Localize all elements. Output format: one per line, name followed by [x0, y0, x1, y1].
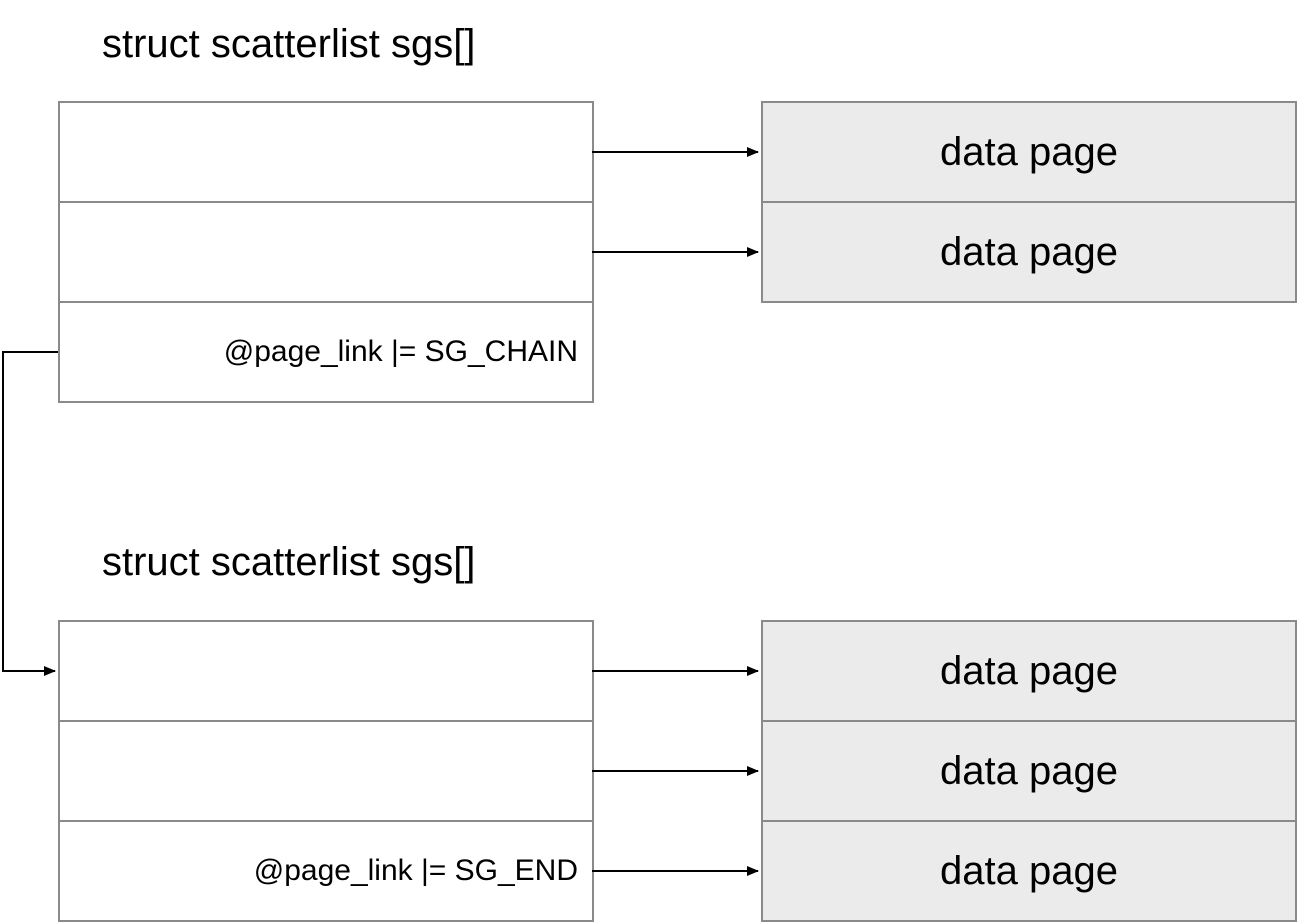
bottom-sg-entry-1: [60, 622, 592, 722]
top-array-title: struct scatterlist sgs[]: [102, 22, 476, 66]
top-sg-entry-chain: @page_link |= SG_CHAIN: [223, 335, 578, 368]
bottom-sg-entry-end: @page_link |= SG_END: [253, 854, 578, 887]
chain-arrow: [2, 351, 58, 676]
top-data-page-1: data page: [763, 103, 1295, 203]
top-data-pages: data page data page: [761, 101, 1297, 303]
bottom-sg-entry-2: [60, 722, 592, 822]
bottom-data-page-1: data page: [763, 622, 1295, 722]
top-sg-entry-2: [60, 203, 592, 303]
bottom-data-pages: data page data page data page: [761, 620, 1297, 922]
top-sg-entry-1: [60, 103, 592, 203]
bottom-data-page-3: data page: [940, 848, 1118, 893]
bottom-data-page-2: data page: [763, 722, 1295, 822]
bottom-scatterlist-array: @page_link |= SG_END: [58, 620, 594, 922]
bottom-array-title: struct scatterlist sgs[]: [102, 540, 476, 584]
top-scatterlist-array: @page_link |= SG_CHAIN: [58, 101, 594, 403]
top-data-page-2: data page: [940, 229, 1118, 274]
